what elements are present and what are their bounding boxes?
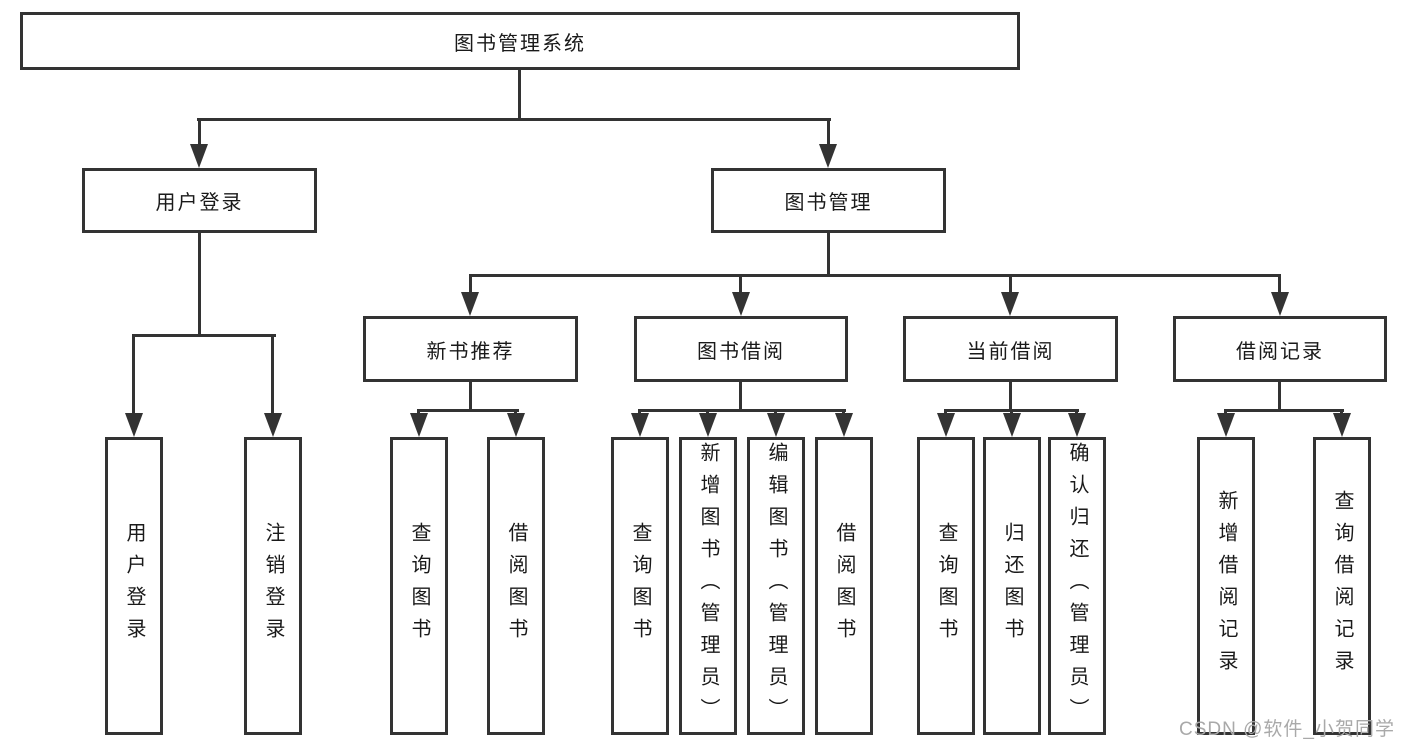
arrow-down-icon xyxy=(767,413,785,437)
leaf-add-book-admin: 新增图书（管理员） xyxy=(679,437,737,735)
connector-vline xyxy=(739,382,742,412)
arrow-down-icon xyxy=(125,413,143,437)
arrow-down-icon xyxy=(819,144,837,168)
node-book-management: 图书管理 xyxy=(711,168,946,233)
connector-vline xyxy=(271,334,274,416)
arrow-down-icon xyxy=(190,144,208,168)
node-user-login-label: 用户登录 xyxy=(155,192,244,214)
arrow-down-icon xyxy=(699,413,717,437)
leaf-query-books: 查询图书 xyxy=(390,437,448,735)
leaf-query-books-label: 查询图书 xyxy=(935,522,957,650)
arrow-down-icon xyxy=(1271,292,1289,316)
leaf-query-borrow-record-label: 查询借阅记录 xyxy=(1331,490,1353,682)
connector-hline xyxy=(469,274,1281,277)
arrow-down-icon xyxy=(1217,413,1235,437)
connector-hline xyxy=(197,118,831,121)
leaf-edit-book-admin: 编辑图书（管理员） xyxy=(747,437,805,735)
leaf-borrow-books: 借阅图书 xyxy=(815,437,873,735)
arrow-down-icon xyxy=(1068,413,1086,437)
arrow-down-icon xyxy=(732,292,750,316)
connector-vline xyxy=(1009,274,1012,296)
node-book-borrowing: 图书借阅 xyxy=(634,316,848,382)
connector-vline xyxy=(827,118,830,148)
node-current-borrowing: 当前借阅 xyxy=(903,316,1118,382)
leaf-user-login: 用户登录 xyxy=(105,437,163,735)
leaf-query-books-label: 查询图书 xyxy=(408,522,430,650)
node-book-borrowing-label: 图书借阅 xyxy=(697,340,785,363)
connector-vline xyxy=(1009,382,1012,412)
connector-vline xyxy=(198,233,201,337)
arrow-down-icon xyxy=(461,292,479,316)
leaf-confirm-return-admin: 确认归还（管理员） xyxy=(1048,437,1106,735)
connector-vline xyxy=(1278,382,1281,412)
leaf-borrow-books-label: 借阅图书 xyxy=(505,522,527,650)
leaf-logout-label: 注销登录 xyxy=(262,522,284,650)
leaf-confirm-return-admin-label: 确认归还（管理员） xyxy=(1066,442,1088,730)
connector-vline xyxy=(1278,274,1281,296)
leaf-add-borrow-record: 新增借阅记录 xyxy=(1197,437,1255,735)
node-borrowing-records-label: 借阅记录 xyxy=(1236,340,1324,363)
connector-hline xyxy=(1224,409,1344,412)
leaf-borrow-books-label: 借阅图书 xyxy=(833,522,855,650)
node-new-book-recommendation-label: 新书推荐 xyxy=(426,340,515,363)
connector-vline xyxy=(198,118,201,148)
leaf-query-books: 查询图书 xyxy=(611,437,669,735)
node-book-management-label: 图书管理 xyxy=(784,192,873,214)
leaf-edit-book-admin-label: 编辑图书（管理员） xyxy=(765,442,787,730)
connector-vline xyxy=(132,334,135,416)
leaf-logout: 注销登录 xyxy=(244,437,302,735)
arrow-down-icon xyxy=(507,413,525,437)
arrow-down-icon xyxy=(264,413,282,437)
node-current-borrowing-label: 当前借阅 xyxy=(966,340,1055,363)
arrow-down-icon xyxy=(631,413,649,437)
connector-vline xyxy=(469,382,472,412)
node-user-login: 用户登录 xyxy=(82,168,317,233)
connector-vline xyxy=(469,274,472,296)
connector-hline xyxy=(132,334,276,337)
node-library-system: 图书管理系统 xyxy=(20,12,1020,70)
leaf-add-book-admin-label: 新增图书（管理员） xyxy=(697,442,719,730)
arrow-down-icon xyxy=(1001,292,1019,316)
connector-vline xyxy=(827,233,830,277)
arrow-down-icon xyxy=(1003,413,1021,437)
leaf-query-books: 查询图书 xyxy=(917,437,975,735)
leaf-return-book-label: 归还图书 xyxy=(1001,522,1023,650)
watermark: CSDN @软件_小贺同学 xyxy=(1179,719,1395,740)
node-new-book-recommendation: 新书推荐 xyxy=(363,316,578,382)
leaf-add-borrow-record-label: 新增借阅记录 xyxy=(1215,490,1237,682)
node-borrowing-records: 借阅记录 xyxy=(1173,316,1387,382)
connector-vline xyxy=(739,274,742,296)
connector-vline xyxy=(518,70,521,120)
arrow-down-icon xyxy=(835,413,853,437)
leaf-query-borrow-record: 查询借阅记录 xyxy=(1313,437,1371,735)
leaf-user-login-label: 用户登录 xyxy=(123,522,145,650)
connector-hline xyxy=(417,409,519,412)
node-library-system-label: 图书管理系统 xyxy=(454,32,586,55)
arrow-down-icon xyxy=(1333,413,1351,437)
leaf-borrow-books: 借阅图书 xyxy=(487,437,545,735)
arrow-down-icon xyxy=(937,413,955,437)
leaf-query-books-label: 查询图书 xyxy=(629,522,651,650)
leaf-return-book: 归还图书 xyxy=(983,437,1041,735)
connector-hline xyxy=(638,409,846,412)
arrow-down-icon xyxy=(410,413,428,437)
